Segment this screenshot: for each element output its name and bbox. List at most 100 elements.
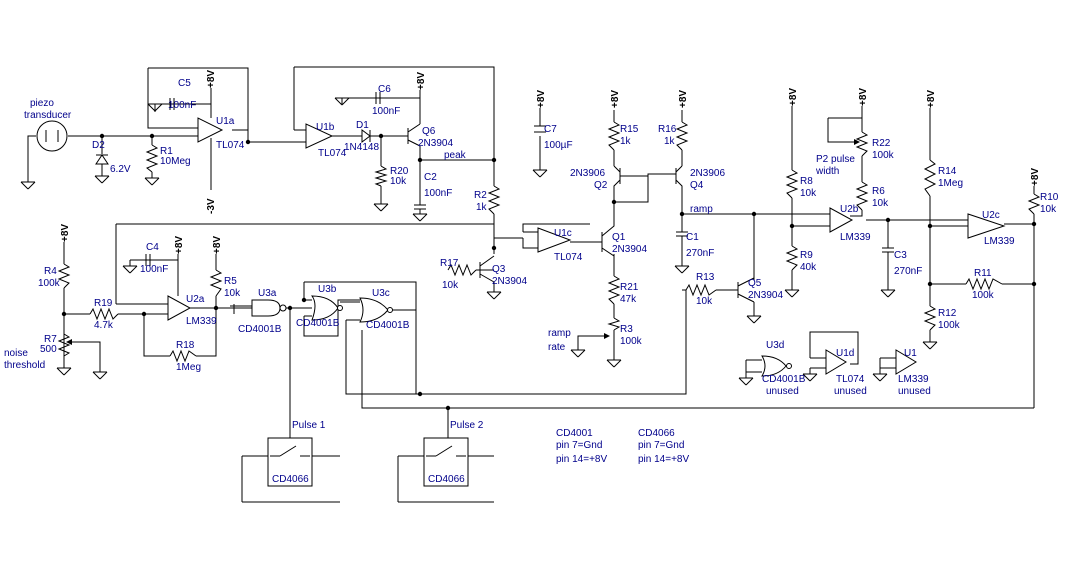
label-r6-value: 10k — [872, 198, 889, 209]
label-r12: R12 — [938, 308, 957, 319]
label-c2: C2 — [424, 172, 437, 183]
resistors — [57, 121, 1041, 363]
label-cd4066-1: CD4066 — [272, 474, 309, 485]
label-c6-value: 100nF — [372, 106, 400, 117]
rail-p8v-r16: +8V — [678, 90, 689, 108]
label-piezo: piezo — [30, 98, 54, 109]
diode-d2 — [95, 154, 109, 165]
label-r4: R4 — [44, 266, 57, 277]
label-r17-value: 10k — [442, 280, 459, 291]
label-q5-type: 2N3904 — [748, 290, 783, 301]
label-r4-value: 100k — [38, 278, 61, 289]
label-pulse-2: Pulse 2 — [450, 420, 484, 431]
label-u3b-type: CD4001B — [296, 318, 340, 329]
label-u2c-type: LM339 — [984, 236, 1015, 247]
rail-p8v-r15: +8V — [610, 90, 621, 108]
note-cd4001-pin7: pin 7=Gnd — [556, 440, 602, 451]
label-r6: R6 — [872, 186, 885, 197]
label-r9: R9 — [800, 250, 813, 261]
label-r15-value: 1k — [620, 136, 632, 147]
label-c2-value: 100nF — [424, 188, 452, 199]
label-r18: R18 — [176, 340, 195, 351]
label-r20: R20 — [390, 166, 409, 177]
label-r10: R10 — [1040, 192, 1059, 203]
label-cd4066-2: CD4066 — [428, 474, 465, 485]
label-u1b-type: TL074 — [318, 148, 347, 159]
label-r19: R19 — [94, 298, 113, 309]
logic-gates — [251, 295, 792, 377]
label-u2c: U2c — [982, 210, 1000, 221]
label-r11: R11 — [974, 268, 992, 279]
label-u3a-type: CD4001B — [238, 324, 282, 335]
label-u1d: U1d — [836, 348, 854, 359]
transistors — [407, 123, 755, 303]
label-r17: R17 — [440, 258, 459, 269]
label-r14-value: 1Meg — [938, 178, 963, 189]
rail-p8v-u2a: +8V — [174, 236, 185, 254]
label-c3: C3 — [894, 250, 907, 261]
label-r22-value: 100k — [872, 150, 895, 161]
label-u2b-type: LM339 — [840, 232, 871, 243]
label-u3c-type: CD4001B — [366, 320, 410, 331]
label-ramp-net: ramp — [690, 204, 713, 215]
label-u1c: U1c — [554, 228, 572, 239]
rail-p8v-c7: +8V — [536, 90, 547, 108]
label-c4: C4 — [146, 242, 159, 253]
label-u1a-type: TL074 — [216, 140, 245, 151]
label-r2-value: 1k — [476, 202, 488, 213]
label-pulse-1: Pulse 1 — [292, 420, 326, 431]
label-r13-value: 10k — [696, 296, 713, 307]
label-r21-value: 47k — [620, 294, 637, 305]
label-u3d: U3d — [766, 340, 784, 351]
label-q4-type: 2N3906 — [690, 168, 725, 179]
label-r16: R16 — [658, 124, 677, 135]
rail-p8v-u1a: +8V — [206, 70, 217, 88]
rail-p8v-q6: +8V — [416, 72, 427, 90]
label-u2b: U2b — [840, 204, 859, 215]
rail-p8v-r5: +8V — [212, 236, 223, 254]
label-r9-value: 40k — [800, 262, 817, 273]
label-r8-value: 10k — [800, 188, 817, 199]
label-c7: C7 — [544, 124, 557, 135]
label-r7: R7 — [44, 334, 57, 345]
label-d2: D2 — [92, 140, 105, 151]
label-c3-value: 270nF — [894, 266, 922, 277]
label-u2a: U2a — [186, 294, 205, 305]
label-unused-2: unused — [834, 386, 867, 397]
opamps — [167, 117, 1006, 375]
diode-d1 — [361, 129, 371, 143]
label-c1: C1 — [686, 232, 699, 243]
label-c5-value: 100nF — [168, 100, 196, 111]
note-cd4066-pin7: pin 7=Gnd — [638, 440, 684, 451]
note-cd4066-name: CD4066 — [638, 428, 675, 439]
label-q1-type: 2N3904 — [612, 244, 647, 255]
label-c7-value: 100µF — [544, 140, 573, 151]
label-u1d-type: TL074 — [836, 374, 865, 385]
label-r13: R13 — [696, 272, 715, 283]
rail-p8v-r4: +8V — [60, 224, 71, 242]
power-rails: +8V -3V +8V +8V +8V +8V +8V +8V +8V +8V … — [60, 70, 1041, 254]
label-d1-value: 1N4148 — [344, 142, 379, 153]
label-r5: R5 — [224, 276, 237, 287]
label-ramp-rate-1: ramp — [548, 328, 571, 339]
label-c4-value: 100nF — [140, 264, 168, 275]
rail-p8v-r22: +8V — [858, 88, 869, 106]
rail-p8v-r10: +8V — [1030, 168, 1041, 186]
label-u3c: U3c — [372, 288, 390, 299]
label-r22: R22 — [872, 138, 891, 149]
label-unused-1: unused — [766, 386, 799, 397]
label-r3-value: 100k — [620, 336, 643, 347]
label-q2-type: 2N3906 — [570, 168, 605, 179]
rail-p8v-r8: +8V — [788, 88, 799, 106]
cd4066-switches — [267, 437, 469, 487]
label-u1a: U1a — [216, 116, 235, 127]
label-r11-value: 100k — [972, 290, 995, 301]
label-r7-value: 500 — [40, 344, 57, 355]
label-q4: Q4 — [690, 180, 704, 191]
component-labels: piezo transducer D2 6.2V R1 10Meg C5 100… — [4, 78, 1059, 485]
label-q2: Q2 — [594, 180, 608, 191]
label-r18-value: 1Meg — [176, 362, 201, 373]
wires — [27, 66, 1035, 503]
label-transducer: transducer — [24, 110, 72, 121]
label-c6: C6 — [378, 84, 391, 95]
